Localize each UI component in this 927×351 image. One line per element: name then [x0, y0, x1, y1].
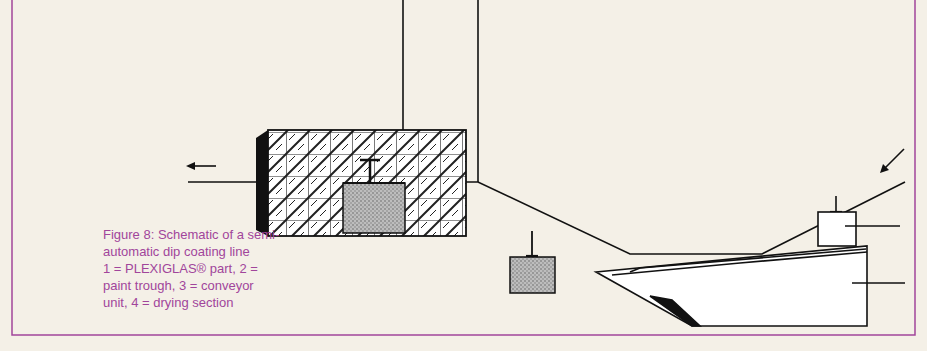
key-entry: 4 = drying section: [131, 295, 233, 310]
coated-part: [510, 231, 555, 293]
paint-trough: [596, 246, 905, 326]
key-entry: 1 = PLEXIGLAS® part,: [103, 261, 236, 276]
figure-caption: Figure 8: Schematic of a semi-automatic …: [103, 226, 281, 260]
leader-line: [852, 282, 905, 284]
drying-section: [256, 130, 466, 236]
arrow-head: [880, 164, 889, 173]
figure-frame: [12, 0, 915, 335]
plexiglas-part: [818, 196, 900, 246]
caption-block: Figure 8: Schematic of a semi-automatic …: [103, 226, 281, 311]
support-rod: [402, 0, 404, 130]
arrow-head: [186, 162, 195, 170]
direction-arrow: [884, 149, 904, 169]
leader-line: [845, 225, 900, 227]
direction-arrow: [192, 165, 216, 167]
support-rod: [477, 0, 479, 182]
